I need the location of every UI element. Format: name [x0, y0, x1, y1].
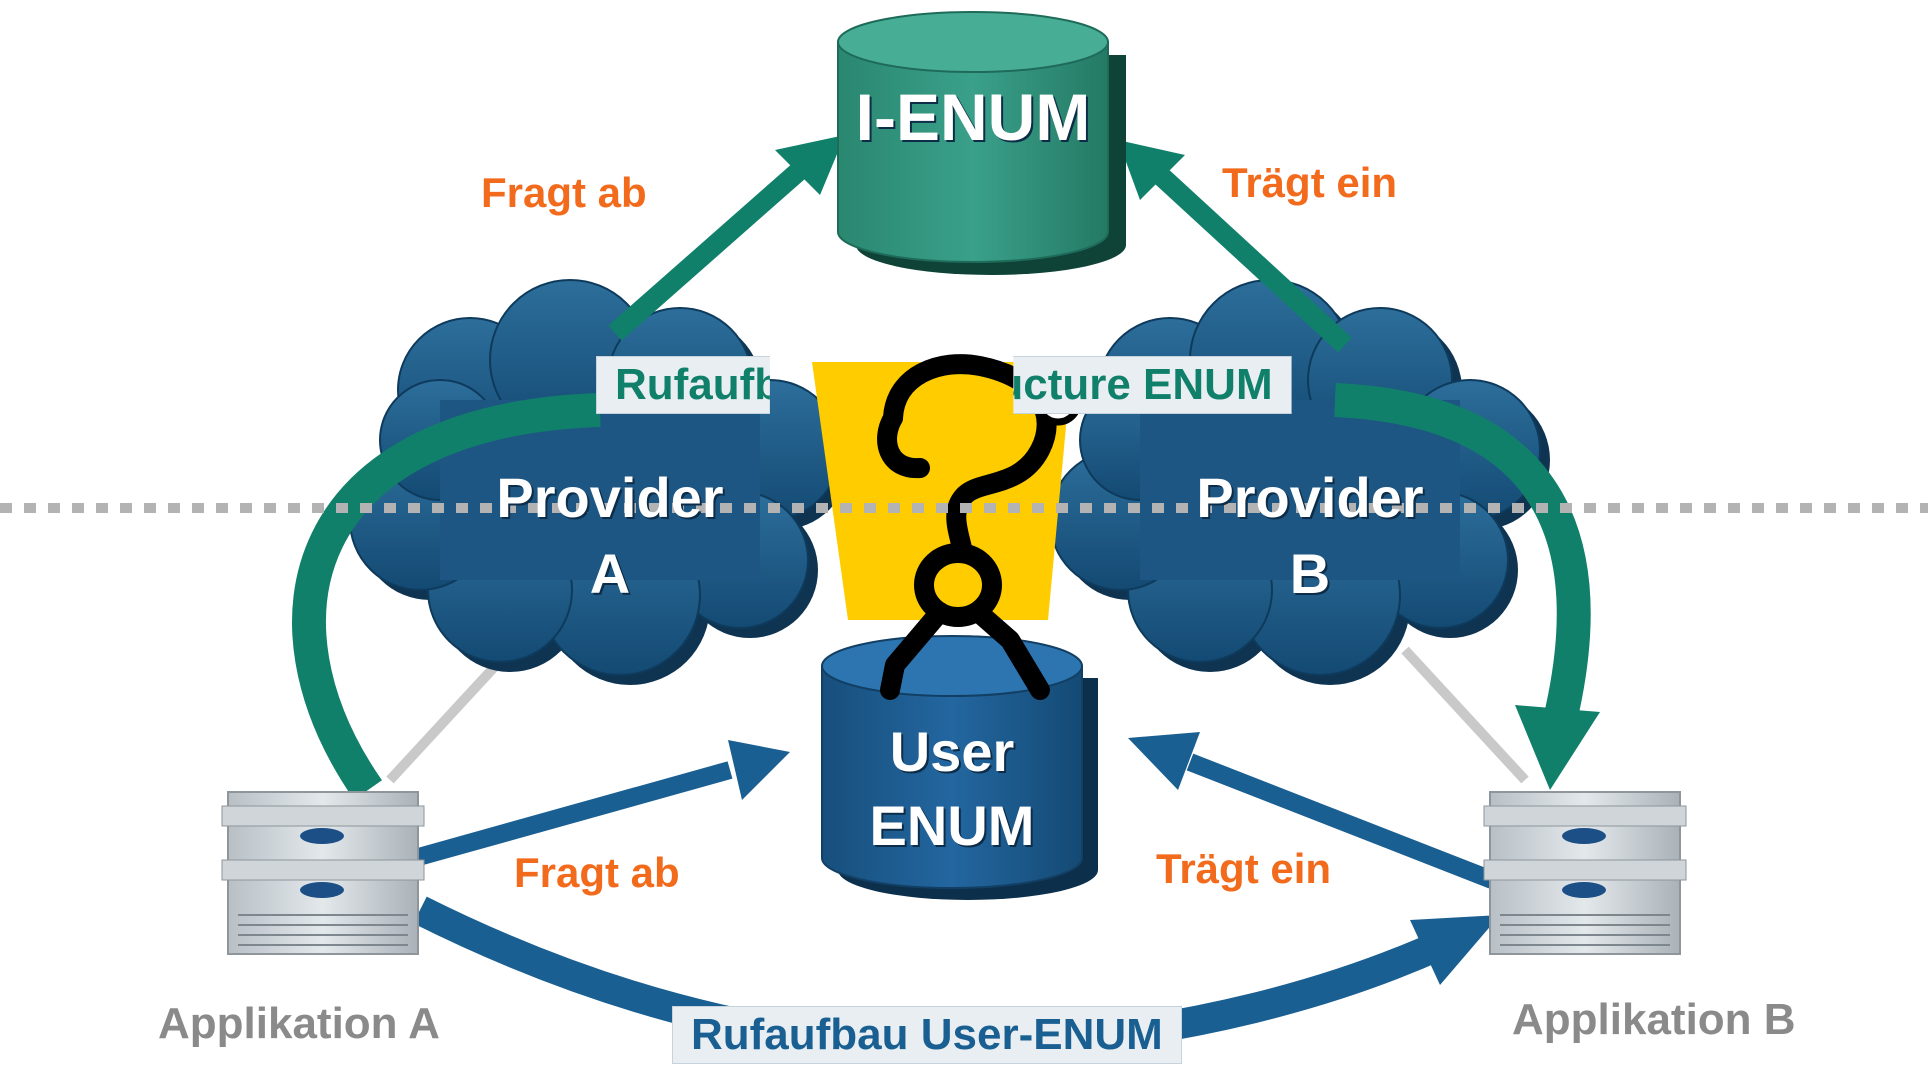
- arrow-traegt-ein-ienum: [1118, 140, 1352, 353]
- applikation-b-label: Applikation B: [1512, 995, 1796, 1044]
- user-enum-label-line2: ENUM: [869, 794, 1035, 857]
- arrow-fragt-ab-user-enum: [412, 740, 790, 867]
- provider-a-label-line2: A: [589, 542, 631, 605]
- connector-line-b: [1401, 646, 1529, 784]
- ienum-label: I-ENUM: [855, 80, 1091, 154]
- provider-b-label-line1: Provider: [1196, 466, 1424, 529]
- edge-label-traegt-ein-top: Trägt ein: [1222, 159, 1398, 206]
- provider-a-label-line1: Provider: [496, 466, 724, 529]
- edge-label-traegt-ein-bottom: Trägt ein: [1156, 845, 1332, 892]
- provider-b-label-line2: B: [1289, 542, 1331, 605]
- arrow-rufaufbau-infrastructure-left: [292, 393, 601, 800]
- edge-label-fragt-ab-bottom: Fragt ab: [514, 849, 680, 896]
- arrow-rufaufbau-infrastructure-right: [1334, 383, 1600, 790]
- applikation-a-label: Applikation A: [158, 999, 440, 1048]
- connector-line-a: [386, 646, 514, 784]
- server-icon-applikation-b: [1483, 791, 1687, 955]
- user-enum-label-line1: User: [889, 720, 1015, 783]
- flow-label-rufaufbau-user-enum: Rufaufbau User-ENUM: [672, 1006, 1182, 1064]
- database-icon-user-enum: [821, 635, 1098, 900]
- cloud-icon-provider-a: [349, 279, 850, 685]
- server-icon-applikation-a: [221, 791, 425, 955]
- arrow-traegt-ein-user-enum: [1128, 732, 1496, 889]
- database-icon-ienum: [837, 11, 1126, 275]
- edge-label-fragt-ab-top: Fragt ab: [481, 169, 647, 216]
- arrow-fragt-ab-ienum: [608, 135, 845, 341]
